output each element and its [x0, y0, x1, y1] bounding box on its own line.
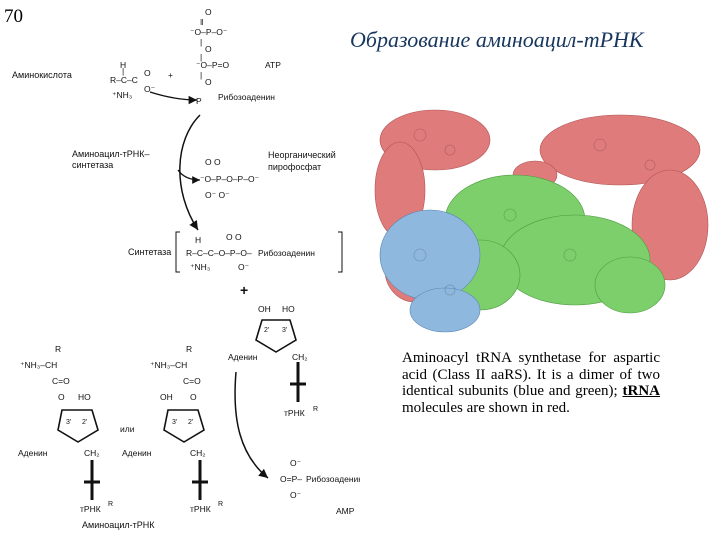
svg-text:3': 3'	[66, 419, 71, 426]
svg-text:O: O	[205, 7, 212, 17]
amp-label: AMP	[336, 506, 355, 516]
svg-text:C=O: C=O	[183, 376, 201, 386]
svg-text:O O: O O	[226, 232, 242, 242]
ribose-adenine-label-1: Рибозоаденин	[218, 92, 275, 102]
ribose-adenine-label-2: Рибозоаденин	[258, 248, 315, 258]
atp-label: ATP	[265, 60, 281, 70]
svg-text:⁺NH₃–CH: ⁺NH₃–CH	[20, 360, 57, 370]
svg-text:⁺NH₃: ⁺NH₃	[112, 90, 132, 100]
svg-text:H: H	[120, 60, 126, 70]
svg-text:P: P	[196, 96, 202, 106]
svg-text:O O: O O	[205, 157, 221, 167]
reaction-scheme: O‖ ⁻O–P–O⁻ |O | ⁻O–P=O |O ATP Аминокисло…	[12, 7, 360, 530]
svg-text:‖: ‖	[200, 17, 204, 27]
trna-label-top: тРНК	[284, 408, 305, 418]
atp-molecule: O‖ ⁻O–P–O⁻ |O | ⁻O–P=O |O ATP	[190, 7, 281, 87]
synthetase-structure-image	[374, 109, 709, 333]
svg-text:|: |	[200, 37, 202, 47]
ribose-adenine-label-3: Рибозоаденин	[306, 474, 360, 484]
svg-text:O⁻: O⁻	[144, 84, 156, 94]
svg-text:R: R	[218, 501, 223, 508]
svg-text:O: O	[144, 68, 151, 78]
trna-label-2: тРНК	[190, 504, 211, 514]
svg-text:CH₂: CH₂	[292, 352, 308, 362]
amino-acid-label: Аминокислота	[12, 70, 72, 80]
enzyme-label-1: Аминоацил-тРНК–	[72, 149, 150, 159]
pyrophosphate-label-2: пирофосфат	[268, 162, 321, 172]
svg-text:R: R	[108, 501, 113, 508]
svg-text:R: R	[313, 406, 318, 413]
adenine-label-top: Аденин	[228, 352, 258, 362]
svg-text:C=O: C=O	[52, 376, 70, 386]
svg-text:⁻O–P=O: ⁻O–P=O	[196, 60, 229, 70]
caption-highlight: tRNA	[622, 383, 661, 399]
subunit-blue	[379, 209, 481, 333]
svg-text:CH₂: CH₂	[84, 448, 100, 458]
svg-text:O⁻: O⁻	[290, 490, 302, 500]
svg-text:HO: HO	[282, 304, 295, 314]
svg-text:2': 2'	[264, 327, 269, 334]
svg-text:H: H	[195, 235, 201, 245]
svg-text:+: +	[168, 70, 173, 80]
svg-text:2': 2'	[188, 419, 193, 426]
svg-text:3': 3'	[282, 327, 287, 334]
svg-text:OH: OH	[160, 392, 173, 402]
svg-text:O⁻ O⁻: O⁻ O⁻	[205, 190, 230, 200]
slide-title: Образование аминоацил-тРНК	[350, 27, 644, 52]
svg-text:CH₂: CH₂	[190, 448, 206, 458]
svg-text:O: O	[190, 392, 197, 402]
structure-caption: Aminoacyl tRNA synthetase for aspartic a…	[402, 350, 660, 416]
svg-text:3': 3'	[172, 419, 177, 426]
svg-text:|: |	[200, 70, 202, 80]
svg-text:⁺NH₃: ⁺NH₃	[190, 262, 210, 272]
synthetase-label: Синтетаза	[128, 247, 171, 257]
svg-text:R: R	[55, 344, 61, 354]
svg-text:R–C–C–O–P–O–: R–C–C–O–P–O–	[186, 248, 252, 258]
svg-text:O: O	[205, 44, 212, 54]
svg-text:2': 2'	[82, 419, 87, 426]
svg-text:R: R	[186, 344, 192, 354]
adenine-label-2: Аденин	[122, 448, 152, 458]
caption-text-1: Aminoacyl tRNA synthetase for aspartic a…	[402, 350, 660, 399]
or-label: или	[120, 424, 135, 434]
svg-text:OH: OH	[258, 304, 271, 314]
caption-text-2: molecules are shown in red.	[402, 399, 570, 416]
svg-text:|: |	[122, 66, 124, 76]
svg-text:O⁻: O⁻	[238, 262, 250, 272]
trna-label-1: тРНК	[80, 504, 101, 514]
svg-text:R–C–C: R–C–C	[110, 75, 138, 85]
svg-text:|: |	[200, 52, 202, 62]
svg-text:O=P–: O=P–	[280, 474, 302, 484]
svg-text:⁻O–P–O–P–O⁻: ⁻O–P–O–P–O⁻	[200, 174, 260, 184]
svg-text:O⁻: O⁻	[290, 458, 302, 468]
svg-text:O: O	[58, 392, 65, 402]
enzyme-label-2: синтетаза	[72, 160, 113, 170]
svg-text:⁺NH₃–CH: ⁺NH₃–CH	[150, 360, 187, 370]
plus-sign: +	[240, 282, 248, 298]
svg-text:O: O	[205, 77, 212, 87]
pyrophosphate-label-1: Неорганический	[268, 150, 336, 160]
slide-number: 70	[4, 6, 23, 27]
svg-text:HO: HO	[78, 392, 91, 402]
svg-text:⁻O–P–O⁻: ⁻O–P–O⁻	[190, 27, 228, 37]
adenine-label-1: Аденин	[18, 448, 48, 458]
aminoacyl-trna-label: Аминоацил-тРНК	[82, 520, 155, 530]
